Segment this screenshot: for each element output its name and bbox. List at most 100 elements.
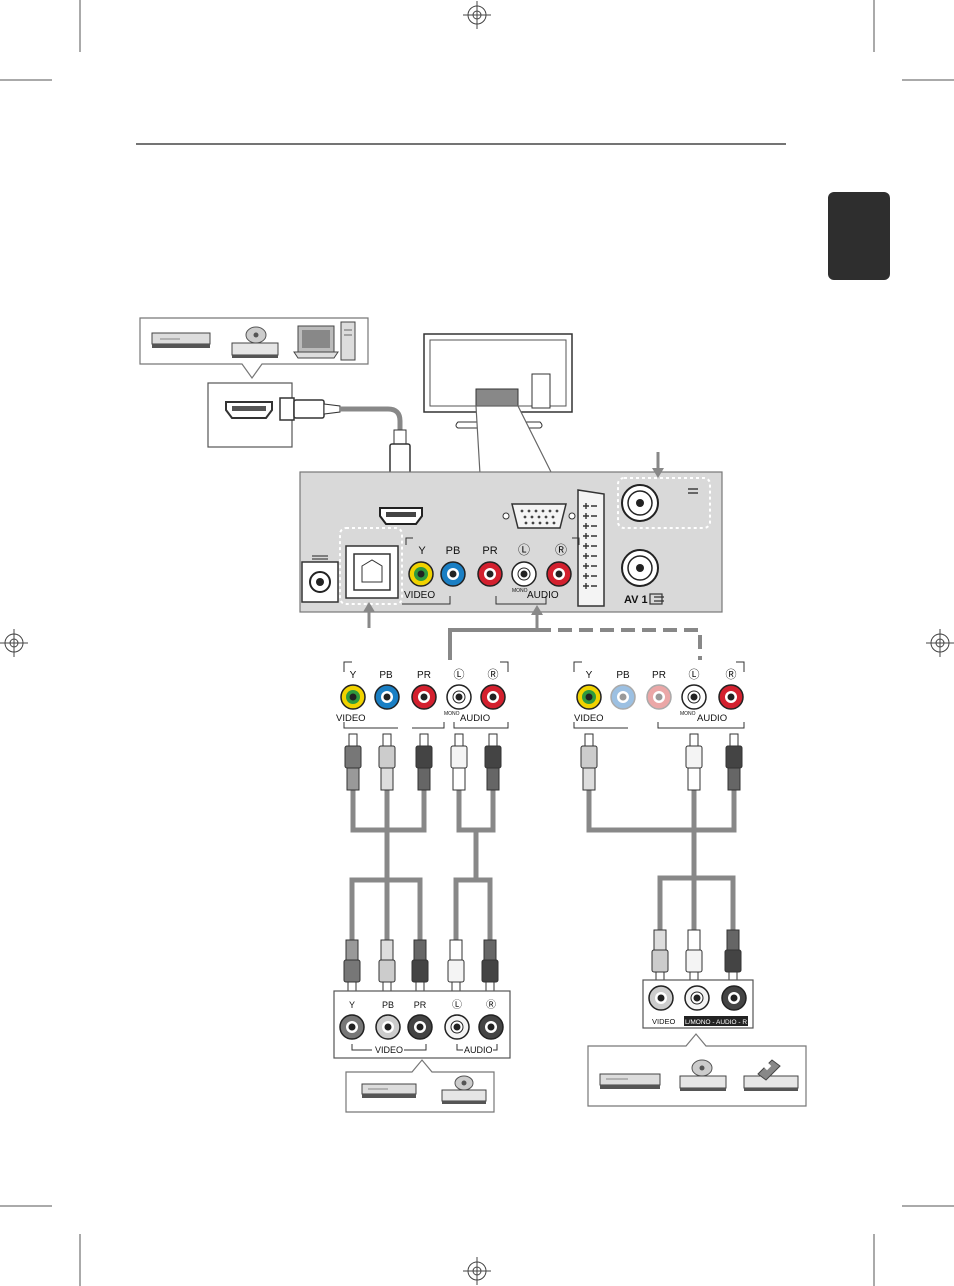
right-lower-plug-r (725, 930, 741, 982)
left-dvd-player-icon (362, 1084, 416, 1098)
left-strip-jack-pb (375, 685, 399, 709)
panel-label-pr: PR (482, 545, 497, 557)
left-device-jack-panel: Y PB PR Ⓛ Ⓡ VIDEO AUDIO (334, 991, 510, 1058)
dvd-player-icon (152, 333, 210, 348)
left-device-jack-r (479, 1015, 503, 1039)
right-cable-jack-strip: Y PB PR Ⓛ Ⓡ VIDEO MONO AUDIO (574, 662, 744, 728)
left-device-label-pb: PB (382, 1000, 394, 1010)
right-device-audio-label: L/MONO - AUDIO - R (685, 1019, 747, 1026)
panel-to-right-cable-dashed (537, 630, 700, 660)
right-device-jack-panel: VIDEO L/MONO - AUDIO - R (643, 980, 753, 1028)
right-strip-label-pb: PB (616, 670, 630, 681)
left-strip-jack-l (447, 685, 471, 709)
left-device-label-pr: PR (414, 1000, 427, 1010)
right-device-jack-r (722, 986, 746, 1010)
right-upper-plug-r (726, 734, 742, 790)
registration-mark-left (0, 629, 28, 657)
right-strip-jack-pr-inactive (647, 685, 671, 709)
right-device-jack-l (685, 986, 709, 1010)
panel-hdmi-port (380, 508, 422, 524)
left-lower-plug-pb (379, 940, 395, 992)
left-strip-mono-label: MONO (444, 711, 460, 717)
left-lower-plug-pr (412, 940, 428, 992)
left-lower-plug-l (448, 940, 464, 992)
tv-back-icon (424, 334, 572, 474)
right-strip-label-y: Y (586, 670, 593, 681)
left-device-jack-pb (376, 1015, 400, 1039)
left-strip-jack-pr (412, 685, 436, 709)
left-strip-jack-r (481, 685, 505, 709)
left-device-bubble (346, 1060, 494, 1112)
left-lower-plug-r (482, 940, 498, 992)
right-upper-plug-video (581, 734, 597, 790)
right-strip-jack-r (719, 685, 743, 709)
panel-label-r: Ⓡ (555, 543, 567, 557)
left-cable-jack-strip: Y PB PR Ⓛ Ⓡ VIDEO MONO AUDIO (336, 662, 508, 728)
panel-jack-pb (441, 562, 465, 586)
left-device-label-l: Ⓛ (452, 999, 462, 1011)
left-device-jack-y (340, 1015, 364, 1039)
right-strip-jack-pb-inactive (611, 685, 635, 709)
registration-mark-right (926, 629, 954, 657)
registration-mark-top (463, 1, 491, 29)
left-strip-label-l: Ⓛ (454, 668, 465, 681)
left-strip-label-pr: PR (417, 670, 431, 681)
av1-label: AV 1 (624, 594, 648, 606)
left-upper-plug-l (451, 734, 467, 790)
panel-jack-audio-r (547, 562, 571, 586)
left-device-label-y: Y (349, 1000, 355, 1010)
right-strip-mono-label: MONO (680, 711, 696, 717)
panel-to-left-cable-line (450, 630, 537, 660)
right-strip-audio-label: AUDIO (697, 713, 727, 724)
right-dvd-player-icon (600, 1074, 660, 1089)
panel-coax-port (622, 550, 658, 586)
right-cable-bundle (581, 734, 742, 982)
chapter-tab (828, 192, 890, 280)
left-cable-bundle (344, 734, 501, 992)
left-strip-label-pb: PB (379, 670, 393, 681)
panel-label-y: Y (418, 545, 426, 557)
registration-mark-bottom (463, 1257, 491, 1285)
panel-jack-y (409, 562, 433, 586)
right-device-jack-video (649, 986, 673, 1010)
right-lower-plug-l (686, 930, 702, 982)
panel-mono-label: MONO (512, 588, 528, 594)
left-lower-plug-y (344, 940, 360, 992)
right-strip-label-r: Ⓡ (726, 668, 737, 681)
tv-rear-panel: AV 1 Y PB PR Ⓛ Ⓡ (300, 472, 722, 612)
panel-label-pb: PB (446, 545, 461, 557)
left-upper-plug-pb (379, 734, 395, 790)
right-strip-video-label: VIDEO (574, 713, 604, 724)
left-strip-audio-label: AUDIO (460, 713, 490, 724)
panel-jack-audio-l (512, 562, 536, 586)
panel-video-label: VIDEO (404, 590, 435, 601)
panel-scart-port (578, 490, 604, 606)
hdmi-source-bubble (140, 318, 368, 378)
left-device-jack-pr (408, 1015, 432, 1039)
right-device-bubble (588, 1034, 806, 1106)
left-device-label-r: Ⓡ (486, 999, 496, 1011)
panel-label-l: Ⓛ (518, 543, 530, 557)
panel-power-port (302, 556, 338, 602)
panel-audio-label: AUDIO (527, 590, 559, 601)
left-strip-label-r: Ⓡ (488, 668, 499, 681)
right-lower-plug-video (652, 930, 668, 982)
left-strip-jack-y (341, 685, 365, 709)
left-upper-plug-pr (416, 734, 432, 790)
left-upper-plug-r (485, 734, 501, 790)
right-strip-jack-l (682, 685, 706, 709)
computer-icon (294, 322, 355, 360)
left-strip-label-y: Y (350, 670, 357, 681)
right-upper-plug-l (686, 734, 702, 790)
left-upper-plug-y (345, 734, 361, 790)
right-strip-label-l: Ⓛ (689, 668, 700, 681)
panel-jack-pr (478, 562, 502, 586)
left-device-audio-label: AUDIO (464, 1045, 493, 1055)
left-device-jack-l (445, 1015, 469, 1039)
right-device-video-label: VIDEO (652, 1017, 676, 1026)
right-strip-jack-y (577, 685, 601, 709)
left-device-video-label: VIDEO (375, 1045, 403, 1055)
right-strip-label-pr: PR (652, 670, 666, 681)
left-strip-video-label: VIDEO (336, 713, 366, 724)
